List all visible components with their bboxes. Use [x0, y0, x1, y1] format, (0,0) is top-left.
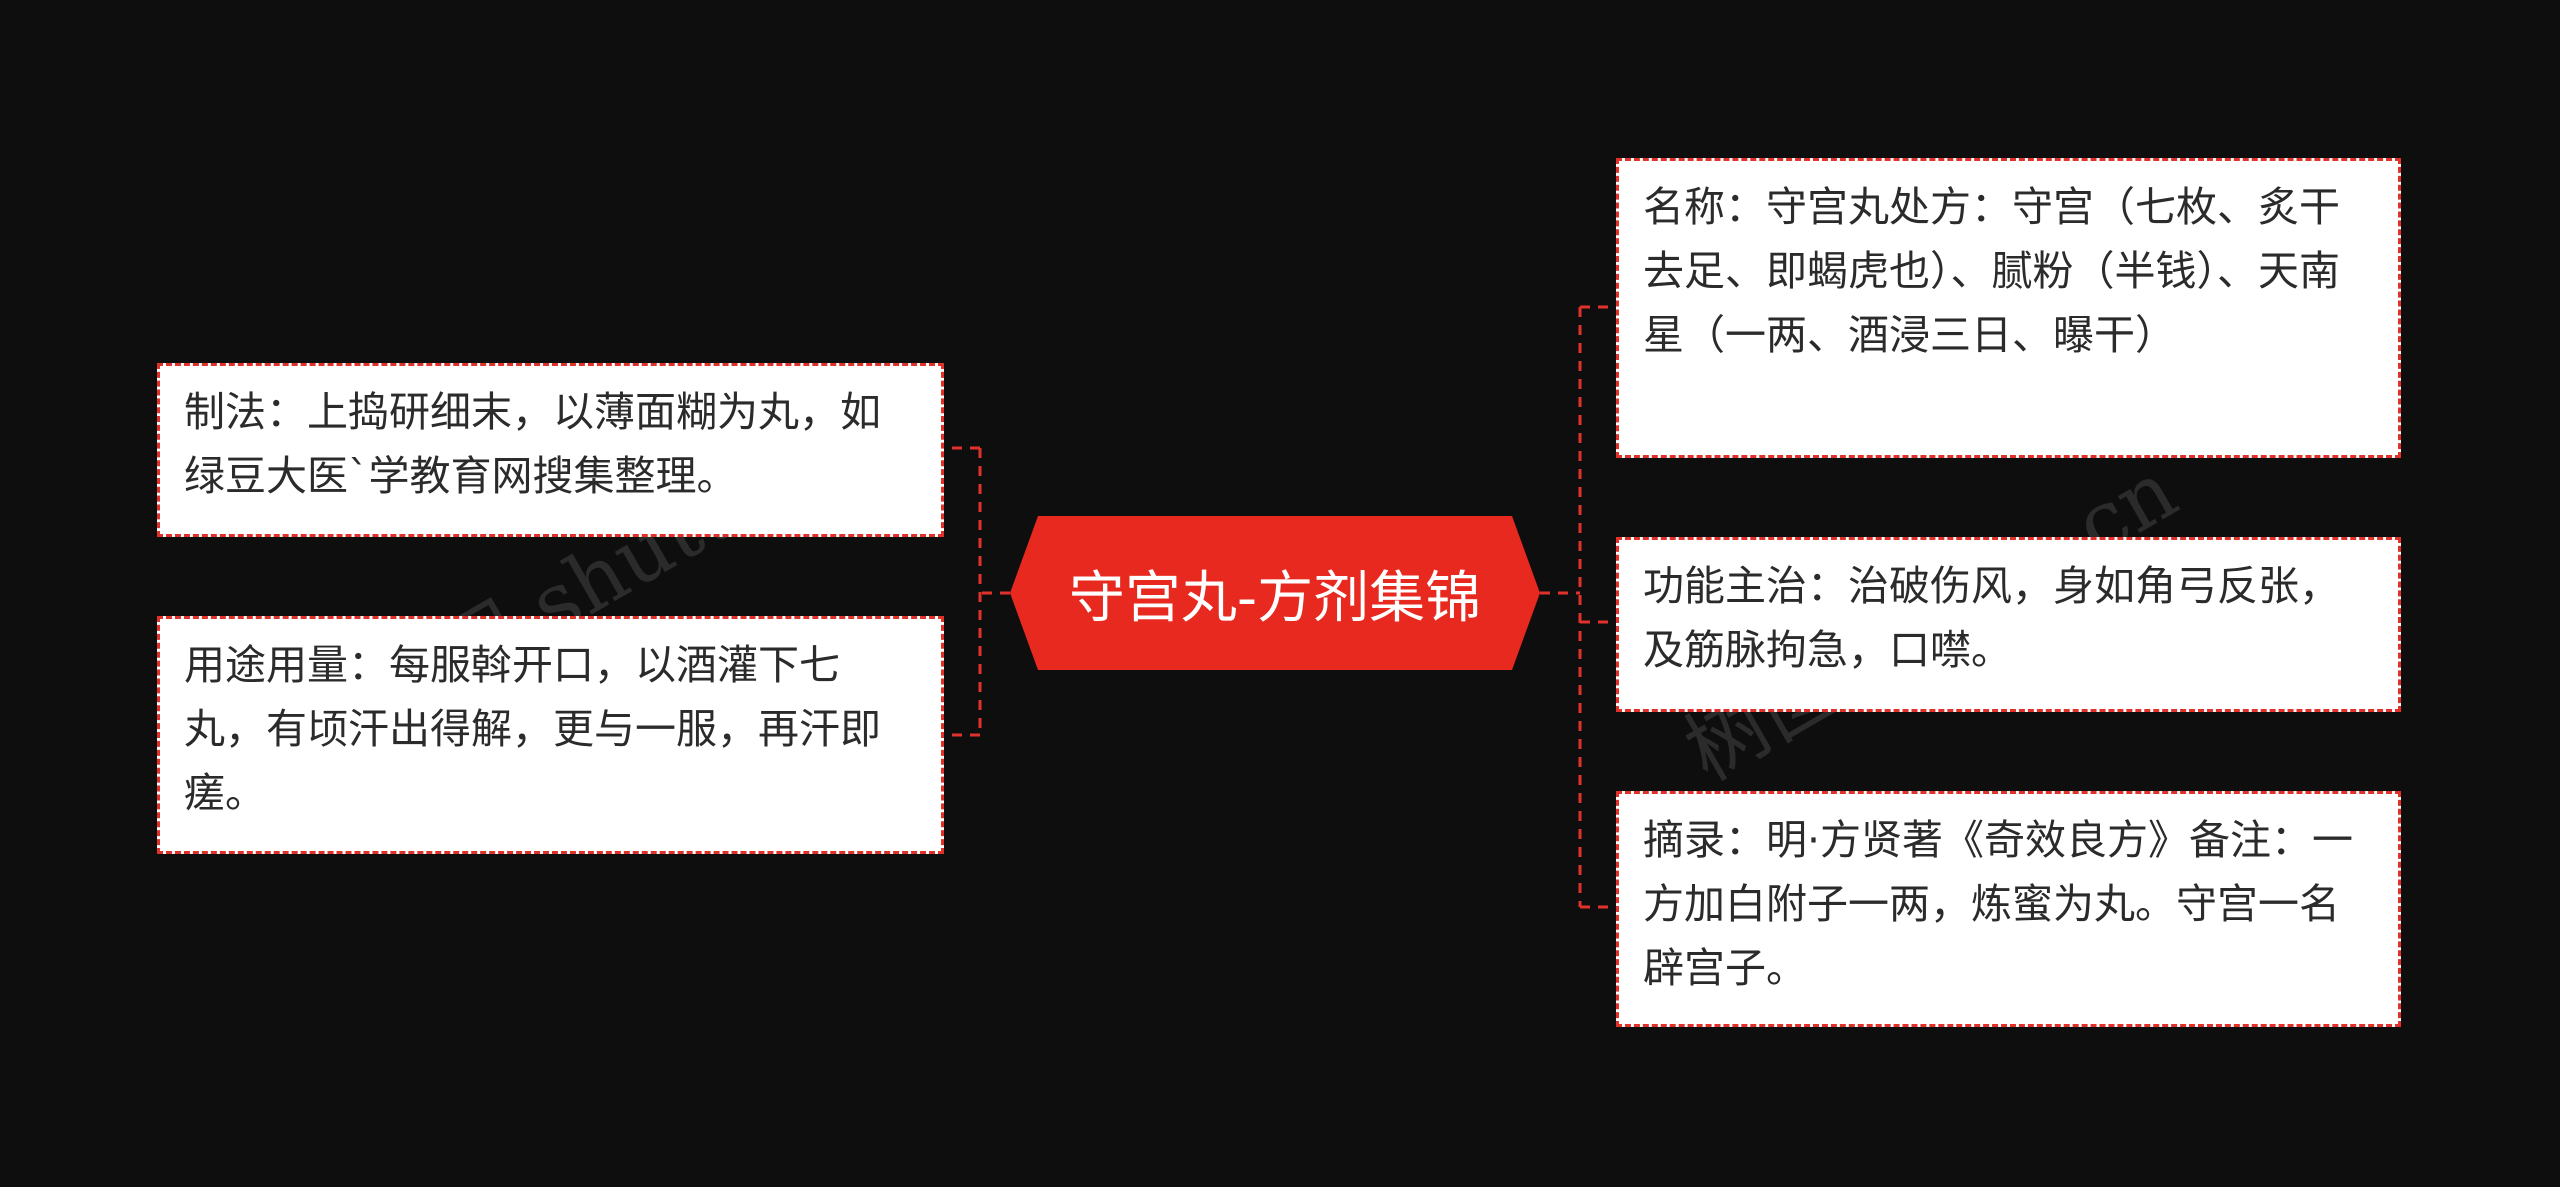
right-node-indications-text: 功能主治：治破伤风，身如角弓反张，及筋脉拘急，口噤。	[1643, 562, 2340, 674]
left-node-usage-text: 用途用量：每服斡开口，以酒灌下七丸，有顷汗出得解，更与一服，再汗即瘥。	[184, 641, 881, 817]
left-node-preparation-text: 制法：上捣研细末，以薄面糊为丸，如绿豆大医`学教育网搜集整理。	[184, 388, 881, 500]
right-node-indications[interactable]: 功能主治：治破伤风，身如角弓反张，及筋脉拘急，口噤。	[1616, 537, 2401, 712]
right-node-source-text: 摘录：明·方贤著《奇效良方》备注：一方加白附子一两，炼蜜为丸。守宫一名辟宫子。	[1643, 816, 2354, 992]
right-node-name-prescription[interactable]: 名称：守宫丸处方：守宫（七枚、炙干去足、即蝎虎也）、腻粉（半钱）、天南星（一两、…	[1616, 158, 2401, 458]
root-topic-label: 守宫丸-方剂集锦	[1068, 565, 1482, 631]
right-node-name-prescription-text: 名称：守宫丸处方：守宫（七枚、炙干去足、即蝎虎也）、腻粉（半钱）、天南星（一两、…	[1643, 183, 2340, 359]
left-node-usage[interactable]: 用途用量：每服斡开口，以酒灌下七丸，有顷汗出得解，更与一服，再汗即瘥。	[157, 616, 944, 854]
left-node-preparation[interactable]: 制法：上捣研细末，以薄面糊为丸，如绿豆大医`学教育网搜集整理。	[157, 363, 944, 537]
right-node-source[interactable]: 摘录：明·方贤著《奇效良方》备注：一方加白附子一两，炼蜜为丸。守宫一名辟宫子。	[1616, 791, 2401, 1027]
root-topic[interactable]: 守宫丸-方剂集锦	[1010, 516, 1540, 670]
